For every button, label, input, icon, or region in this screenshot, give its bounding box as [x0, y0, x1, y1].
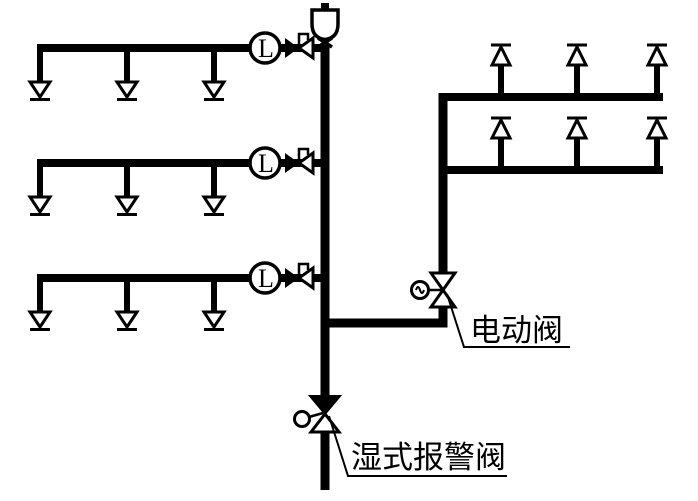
upright-sprinkler-icon — [645, 116, 669, 172]
pendent-sprinkler-icon — [202, 276, 226, 331]
annotations: 电动阀 湿式报警阀 — [328, 293, 570, 477]
electric-valve-leader-line — [446, 293, 570, 348]
flow-indicator-letter: L — [258, 264, 274, 293]
electric-valve-label: 电动阀 — [470, 313, 563, 348]
flow-indicator-letter: L — [258, 34, 274, 63]
pendent-sprinkler-icon — [115, 161, 139, 216]
flow-indicator-icon: L — [248, 261, 282, 295]
pendent-sprinkler-icon — [115, 276, 139, 331]
upright-sprinkler-icon — [489, 43, 513, 99]
pendent-sprinklers — [28, 46, 226, 331]
pendent-sprinkler-icon — [202, 46, 226, 101]
upright-sprinkler-icon — [645, 43, 669, 99]
electric-valve-icon — [410, 271, 458, 309]
upright-sprinkler-icon — [565, 43, 589, 99]
flow-indicators: L L L — [248, 31, 282, 295]
pendent-sprinkler-icon — [28, 46, 52, 101]
upright-sprinklers — [489, 43, 669, 172]
upright-sprinkler-icon — [565, 116, 589, 172]
pendent-sprinkler-icon — [115, 46, 139, 101]
vent-connection-fitting — [317, 36, 333, 49]
wet-alarm-valve-label: 湿式报警阀 — [351, 440, 506, 475]
wet-alarm-valve-leader-line — [328, 415, 507, 477]
pendent-sprinkler-icon — [28, 276, 52, 331]
pendent-sprinkler-icon — [202, 161, 226, 216]
pendent-sprinkler-icon — [28, 161, 52, 216]
flow-indicator-letter: L — [258, 149, 274, 178]
flow-indicator-icon: L — [248, 146, 282, 180]
auto-air-vent-icon — [310, 3, 340, 49]
flow-indicator-icon: L — [248, 31, 282, 65]
pipes — [37, 44, 663, 490]
upright-sprinkler-icon — [489, 116, 513, 172]
